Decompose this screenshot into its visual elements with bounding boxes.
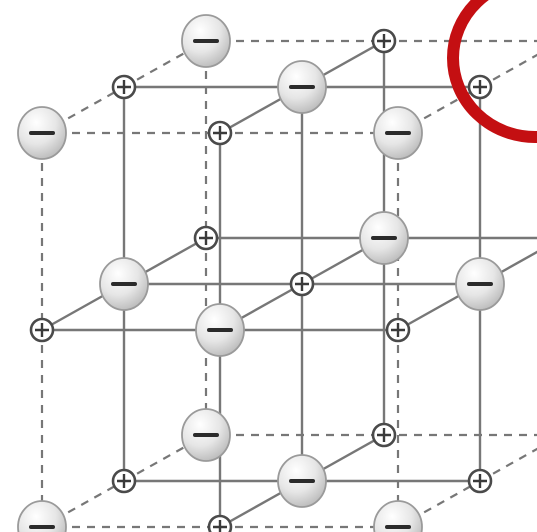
anion-sphere xyxy=(373,500,423,532)
anion-0-0-2 xyxy=(17,500,67,532)
anion-1-1-0 xyxy=(277,60,327,114)
plus-sign-icon xyxy=(391,323,405,337)
anion-2-0-0 xyxy=(373,106,423,160)
annotation-layer xyxy=(447,0,537,143)
plus-sign-icon xyxy=(117,80,131,94)
cation-2-1-2 xyxy=(467,468,493,494)
anion-1-2-1 xyxy=(359,211,409,265)
anion-0-2-2 xyxy=(181,408,231,462)
cation-2-1-0 xyxy=(467,74,493,100)
cation-1-1-1 xyxy=(289,271,315,297)
plus-sign-icon xyxy=(473,474,487,488)
plus-sign-icon xyxy=(295,277,309,291)
cation-1-0-2 xyxy=(207,514,233,532)
anion-0-1-1 xyxy=(99,257,149,311)
cation-0-1-0 xyxy=(111,74,137,100)
plus-sign-icon xyxy=(213,126,227,140)
anion-0-2-0 xyxy=(181,14,231,68)
plus-sign-icon xyxy=(35,323,49,337)
cation-0-0-1 xyxy=(29,317,55,343)
highlight-circle xyxy=(447,0,537,143)
plus-sign-icon xyxy=(377,428,391,442)
cation-1-0-0 xyxy=(207,120,233,146)
cation-1-2-0 xyxy=(371,28,397,54)
cation-0-2-1 xyxy=(193,225,219,251)
anion-1-0-1 xyxy=(195,303,245,357)
anion-1-1-2 xyxy=(277,454,327,508)
anion-2-1-1 xyxy=(455,257,505,311)
plus-sign-icon xyxy=(199,231,213,245)
cation-0-1-2 xyxy=(111,468,137,494)
plus-sign-icon xyxy=(117,474,131,488)
anion-2-0-2 xyxy=(373,500,423,532)
anion-0-0-0 xyxy=(17,106,67,160)
plus-sign-icon xyxy=(377,34,391,48)
anion-sphere xyxy=(17,500,67,532)
lattice-edge-51 xyxy=(479,447,537,482)
lattice-ions xyxy=(17,14,505,532)
cation-1-2-2 xyxy=(371,422,397,448)
plus-sign-icon xyxy=(473,80,487,94)
cation-2-0-1 xyxy=(385,317,411,343)
lattice-edge-47 xyxy=(479,53,537,88)
